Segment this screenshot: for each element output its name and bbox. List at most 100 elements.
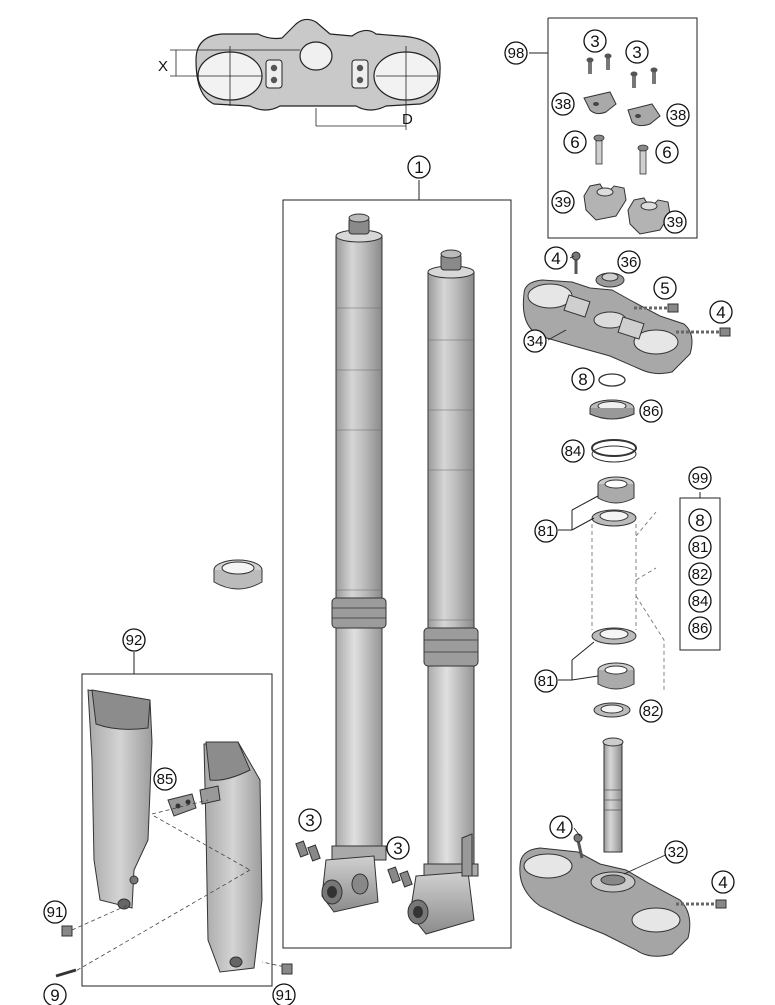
dimension-d-label: D [402,111,413,128]
callout-c3d: 3 [386,836,410,860]
kit-98-screws [586,53,658,175]
callout-number: 3 [632,43,641,62]
callout-circle [407,155,431,179]
upper-triple-clamp [522,279,693,375]
callout-c99: 99 [688,466,712,490]
callout-circle [534,669,558,693]
kit-99-item: 86 [688,616,712,640]
callout-circle [561,439,585,463]
callout-circle [663,210,687,234]
callout-circle [655,140,679,164]
callout-number: 38 [555,96,572,113]
callout-circle [688,508,712,532]
callout-number: 99 [692,470,709,487]
callout-circle [43,983,67,1005]
callout-number: 84 [565,443,582,460]
kit-99-list: 8 81 82 84 86 [688,508,712,640]
callout-number: 91 [47,904,64,921]
callout-number: 39 [667,214,684,231]
fork-leg-right [407,249,479,935]
callout-c36: 36 [617,250,641,274]
callout-circle [523,329,547,353]
callout-circle [617,250,641,274]
callout-circle [664,840,688,864]
kit-99-item-number: 86 [692,620,709,637]
kit-99-item: 84 [688,589,712,613]
callout-c38b: 38 [666,103,690,127]
callout-number: 4 [716,303,725,322]
callout-c4b: 4 [709,300,733,324]
fork-clamp-bolts [295,840,413,888]
callout-number: 4 [718,873,727,892]
callout-c91a: 91 [43,900,67,924]
kit-99-item-number: 84 [692,593,709,610]
callout-circle [571,367,595,391]
callout-c82: 82 [639,699,663,723]
callout-number: 34 [527,333,544,350]
callout-c6b: 6 [655,140,679,164]
kit-98-box [529,17,698,239]
callout-c91b: 91 [272,983,296,1005]
callout-circle [544,246,568,270]
callout-circle [386,836,410,860]
kit-99-item-number: 81 [692,539,709,556]
guard-bolts [55,925,293,978]
callout-circle [563,130,587,154]
seal-82 [593,702,631,718]
callout-c34: 34 [523,329,547,353]
callout-c4a: 4 [544,246,568,270]
callout-number: 86 [643,403,660,420]
callout-c6a: 6 [563,130,587,154]
seal-86 [589,399,635,420]
callout-number: 4 [556,818,565,837]
dust-seal-84 [591,439,637,463]
callout-c32: 32 [664,840,688,864]
upper-clamp-bolts [571,251,731,337]
callout-c4d: 4 [711,870,735,894]
callout-number: 8 [578,370,587,389]
callout-number: 82 [643,703,660,720]
callout-number: 81 [538,523,555,540]
kit-99-box [679,492,721,651]
callout-circle [549,815,573,839]
triple-clamp-dimension-drawing: X D [158,18,441,130]
callout-number: 81 [538,673,555,690]
o-ring-8 [598,373,626,387]
callout-c39b: 39 [663,210,687,234]
bearing-leader-lines [558,495,599,681]
callout-circle [551,190,575,214]
callout-c38a: 38 [551,92,575,116]
callout-c85: 85 [153,767,177,791]
callout-number: 3 [393,839,402,858]
callout-circle [688,589,712,613]
callout-circle [551,92,575,116]
fork-guard-right [203,741,263,973]
callout-c5: 5 [653,276,677,300]
callout-number: 36 [621,254,638,271]
kit-99-item: 81 [688,535,712,559]
callout-number: 3 [305,811,314,830]
steering-stem [602,737,624,853]
kit-99-item: 8 [688,508,712,532]
handlebar-clamp-39-right [627,197,671,235]
fork-leg-box [282,180,512,949]
callout-number: 1 [414,158,423,177]
callout-number: 39 [555,194,572,211]
callout-number: 4 [551,249,560,268]
callout-circle [504,41,528,65]
callout-leader-lines [547,255,673,875]
callout-c81b: 81 [534,669,558,693]
callout-c86: 86 [639,399,663,423]
callout-number: 98 [508,45,525,62]
lower-triple-clamp [519,833,727,957]
clamp-half-38-right [627,103,661,127]
callout-circle [625,40,649,64]
callout-circle [688,535,712,559]
callout-c92: 92 [122,628,146,652]
callout-number: 85 [157,771,174,788]
bearing-81-upper [591,476,637,527]
kit-99-item-number: 82 [692,566,709,583]
callout-circle [709,300,733,324]
